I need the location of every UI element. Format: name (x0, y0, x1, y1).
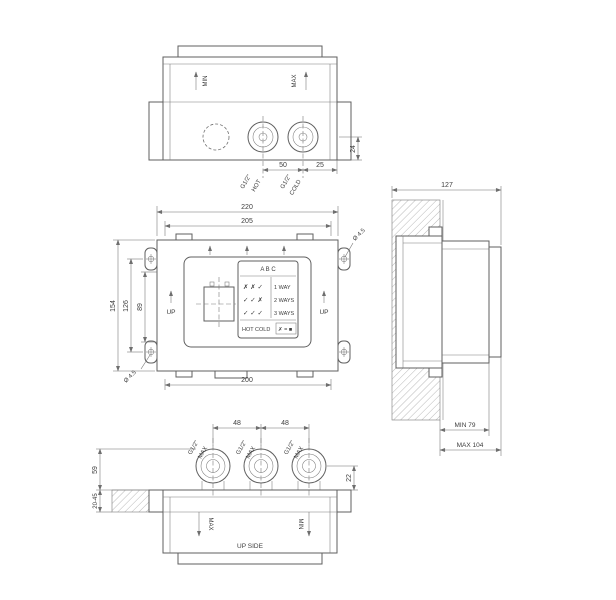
up-side-label: UP SIDE (237, 543, 264, 550)
cold-port-top (287, 116, 319, 178)
side-dim-total: 127 (391, 182, 502, 245)
dim-126: 126 (123, 300, 130, 312)
dim-24: 24 (350, 145, 357, 153)
plate-hot-cold-label: HOT COLD (242, 327, 270, 333)
top-right-flange (336, 101, 352, 161)
plate-row2-marks: ✓ ✓ ✗ (243, 297, 263, 304)
bottom-view: 48 48 G1/2" M (92, 420, 358, 565)
side-dim-embed: MIN 79 MAX 104 (439, 357, 502, 456)
plate-header: A B C (260, 267, 276, 273)
front-opening (183, 256, 312, 348)
side-view: 127 MIN 79 MAX 104 (391, 182, 502, 456)
bottom-max-label: MAX (207, 517, 213, 530)
top-lid (177, 45, 323, 58)
top-view: MIN MAX 50 25 24 G1/2" (148, 45, 362, 196)
dim-max-104: MAX 104 (457, 442, 484, 449)
front-bottom-tab-right (296, 370, 314, 378)
up-left-label: UP (166, 309, 175, 316)
hot-port-top (247, 116, 279, 178)
hole-leader-top (344, 242, 354, 258)
port2-note-label: MAX (246, 446, 258, 460)
dim-200: 200 (241, 377, 253, 384)
port3-note-label: MAX (294, 446, 306, 460)
dim-48-left: 48 (233, 420, 241, 427)
plate-row3-marks: ✓ ✓ ✓ (243, 310, 263, 317)
plate-row2-label: 2 WAYS (274, 298, 295, 304)
dim-154: 154 (110, 300, 117, 312)
orientation-arrows (169, 245, 326, 303)
dim-127: 127 (441, 182, 453, 189)
front-bottom-slot (214, 370, 248, 379)
front-dim-bottom: 200 (164, 377, 332, 390)
plate-legend: ✗ = ■ (278, 326, 292, 333)
dim-20-45: 20-45 (93, 493, 99, 509)
bottom-port-2 (243, 438, 279, 497)
bottom-port-1 (195, 438, 231, 497)
bottom-left-flange (148, 489, 164, 513)
front-dim-widths: 220 205 (156, 204, 339, 236)
dim-48-right: 48 (281, 420, 289, 427)
cartridge-symbol (196, 277, 236, 329)
bottom-dim-depth: 59 (92, 448, 196, 491)
dim-205: 205 (241, 218, 253, 225)
top-dim-depth: 24 (339, 136, 362, 161)
bottom-dim-offset: 22 (327, 465, 358, 491)
front-dim-heights: 154 126 89 (110, 239, 157, 372)
plate-row3-label: 3 WAYS (274, 311, 295, 317)
hole-leader-bottom (140, 354, 151, 370)
front-top-tab-left (175, 233, 193, 241)
bottom-right-flange (336, 489, 352, 513)
side-trim-sleeve (441, 240, 502, 364)
dim-59: 59 (92, 466, 99, 474)
hole-dia-top-label: Ø 4.5 (352, 227, 367, 242)
top-left-flange (148, 101, 164, 161)
dim-25: 25 (316, 162, 324, 169)
bottom-dim-wall: 20-45 (93, 489, 112, 513)
dim-min-79: MIN 79 (455, 422, 476, 429)
bottom-wall-hatch (111, 489, 150, 513)
up-right-label: UP (319, 309, 328, 316)
side-box-profile (395, 226, 443, 378)
front-bottom-tab-left (175, 370, 193, 378)
bottom-port-3 (291, 438, 327, 497)
instruction-plate: A B C ✗ ✗ ✓ 1 WAY ✓ ✓ ✗ 2 WAYS ✓ ✓ ✓ 3 W… (237, 260, 299, 339)
dim-89: 89 (137, 303, 144, 311)
dim-220: 220 (241, 204, 253, 211)
mounting-ears (144, 247, 351, 364)
dim-50: 50 (279, 162, 287, 169)
port1-note-label: MAX (198, 446, 210, 460)
cold-port-name-label: COLD (289, 178, 303, 196)
top-max-label: MAX (292, 74, 298, 87)
knockout-circle (202, 123, 230, 151)
front-top-tab-right (296, 233, 314, 241)
top-min-label: MIN (203, 76, 209, 87)
plate-row1-label: 1 WAY (274, 285, 291, 291)
plate-row1-marks: ✗ ✗ ✓ (243, 284, 263, 291)
hole-dia-bottom-label: Ø 4.5 (123, 369, 138, 384)
dim-22: 22 (346, 474, 353, 482)
hot-port-name-label: HOT (251, 179, 263, 193)
bottom-min-label: MIN (297, 519, 303, 530)
front-view: 220 205 Ø 4.5 (110, 204, 367, 390)
bottom-lid (177, 552, 323, 565)
cold-port-size-label: G1/2" (280, 174, 293, 190)
top-dim-ports: 50 25 (262, 160, 338, 174)
hot-port-size-label: G1/2" (240, 174, 253, 190)
